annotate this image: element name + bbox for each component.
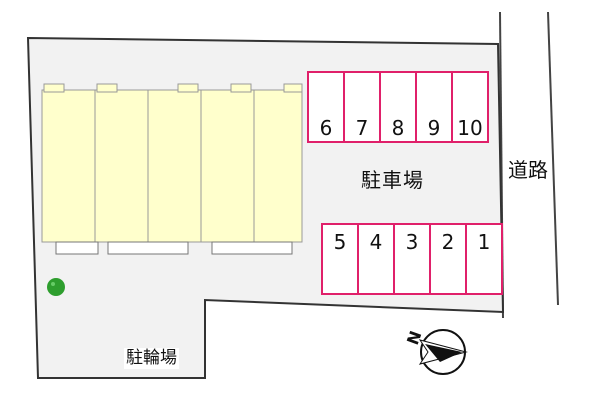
parking-number-2: 2 [441, 230, 455, 254]
parking-space-1 [465, 223, 503, 295]
parking-lot-label: 駐車場 [361, 168, 424, 192]
parking-space-7 [343, 71, 381, 143]
parking-number-1: 1 [477, 230, 491, 254]
balconies [55, 241, 293, 255]
parking-number-10: 10 [457, 116, 483, 140]
parking-number-7: 7 [355, 116, 369, 140]
entrance-bump-5 [283, 83, 303, 93]
building-unit-5 [253, 89, 303, 243]
bicycle-parking-label: 駐輪場 [124, 348, 179, 369]
building-unit-3 [147, 89, 202, 243]
parking-number-6: 6 [319, 116, 333, 140]
parking-space-2 [429, 223, 467, 295]
balcony-3 [211, 241, 293, 255]
parking-row-top [307, 71, 489, 143]
parking-space-6 [307, 71, 345, 143]
balcony-1 [55, 241, 99, 255]
parking-space-8 [379, 71, 417, 143]
parking-number-3: 3 [405, 230, 419, 254]
parking-row-bottom [321, 223, 503, 295]
tree-icon [47, 278, 65, 296]
building-unit-4 [200, 89, 255, 243]
apartment-building [41, 83, 303, 243]
building-unit-2 [94, 89, 149, 243]
building-unit-1 [41, 89, 96, 243]
parking-number-8: 8 [391, 116, 405, 140]
entrance-bump-1 [43, 83, 65, 93]
parking-space-4 [357, 223, 395, 295]
compass-icon [418, 329, 468, 375]
parking-number-9: 9 [427, 116, 441, 140]
tree-icon-highlight [51, 282, 55, 286]
entrance-bump-4 [230, 83, 252, 93]
parking-space-3 [393, 223, 431, 295]
balcony-2 [107, 241, 189, 255]
parking-number-4: 4 [369, 230, 383, 254]
road-label: 道路 [508, 158, 548, 182]
entrance-bump-2 [96, 83, 118, 93]
road-edge-east [547, 11, 559, 306]
parking-space-10 [451, 71, 489, 143]
entrance-bump-3 [177, 83, 199, 93]
parking-number-5: 5 [333, 230, 347, 254]
